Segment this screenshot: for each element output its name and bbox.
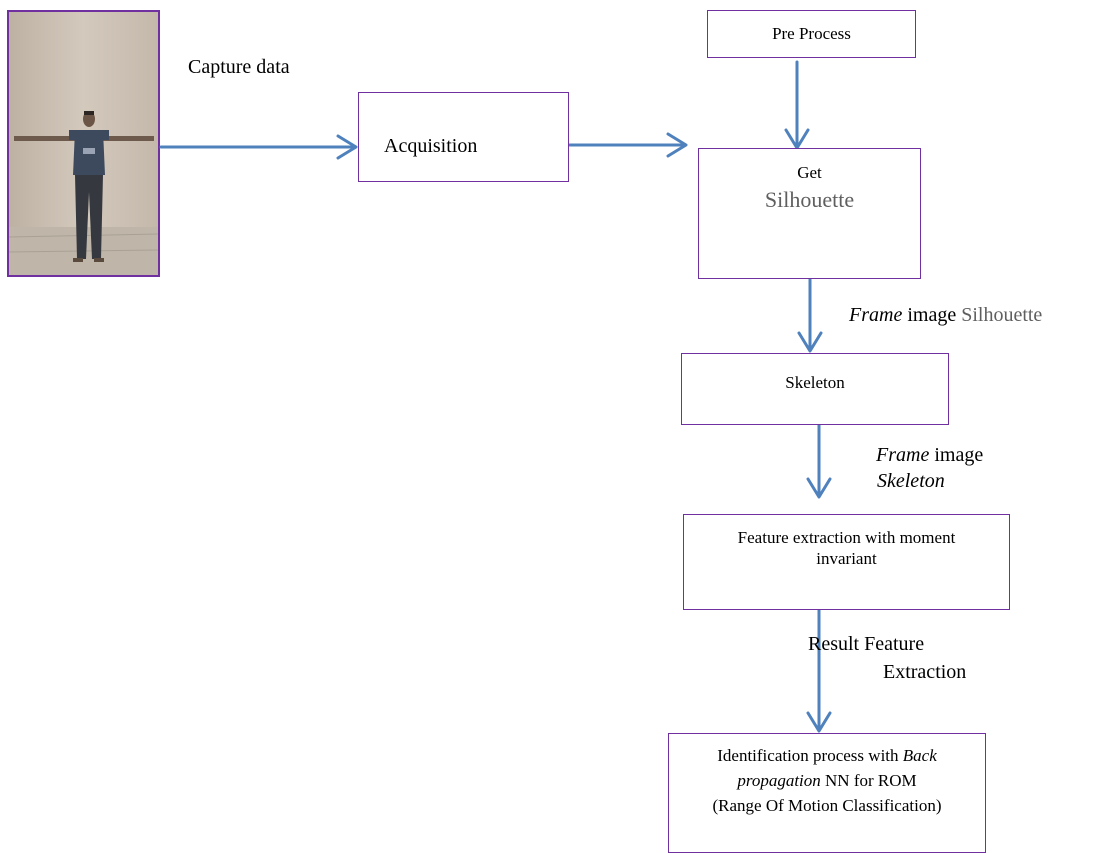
arrow-skeleton-to-feature (806, 419, 832, 499)
frame-silhouette-label: Frame image Silhouette (849, 304, 1042, 327)
result-line2: Extraction (883, 661, 967, 683)
silhouette-label: Silhouette (764, 187, 855, 212)
frame-skeleton-line2: Skeleton (877, 470, 945, 492)
ident-line2-rest: NN for ROM (820, 771, 917, 790)
preprocess-label: Pre Process (772, 24, 851, 43)
arrow-feature-to-identification (806, 604, 832, 733)
feature-line1: Feature extraction with moment (737, 528, 956, 547)
frame-silhouette-mid: image (902, 304, 962, 326)
arrow-acquisition-to-get (567, 132, 688, 158)
arrow-get-to-skeleton (797, 263, 823, 353)
ident-line1: Identification process with (717, 746, 903, 765)
ident-line2-italic: propagation (737, 771, 821, 790)
capture-data-label: Capture data (188, 56, 290, 78)
frame-skeleton-label: Frame image Skeleton (876, 442, 983, 494)
ident-line1-italic: Back (902, 746, 937, 765)
get-silhouette-box: Get Silhouette (698, 148, 921, 279)
feature-line2: invariant (816, 549, 877, 568)
skeleton-label: Skeleton (785, 373, 845, 392)
acquisition-label: Acquisition (384, 135, 478, 157)
person-standing-icon (9, 12, 158, 275)
identification-box: Identification process with Back propaga… (668, 733, 986, 853)
ident-line3: (Range Of Motion Classification) (712, 796, 942, 815)
preprocess-box: Pre Process (707, 10, 916, 58)
acquisition-box: Acquisition (358, 92, 569, 182)
frame-skeleton-rest: image (929, 444, 984, 466)
arrow-preprocess-to-get (784, 60, 810, 150)
frame-skeleton-italic: Frame (876, 444, 930, 466)
feature-extraction-box: Feature extraction with moment invariant (683, 514, 1010, 610)
frame-silhouette-italic: Frame (849, 304, 903, 326)
result-feature-label: Result Feature Extraction (808, 630, 966, 686)
person-photo (7, 10, 160, 277)
skeleton-box: Skeleton (681, 353, 949, 425)
frame-silhouette-gray: Silhouette (961, 304, 1043, 326)
get-label: Get (797, 163, 822, 182)
result-line1: Result Feature (808, 633, 925, 655)
arrow-photo-to-acquisition (159, 134, 358, 160)
